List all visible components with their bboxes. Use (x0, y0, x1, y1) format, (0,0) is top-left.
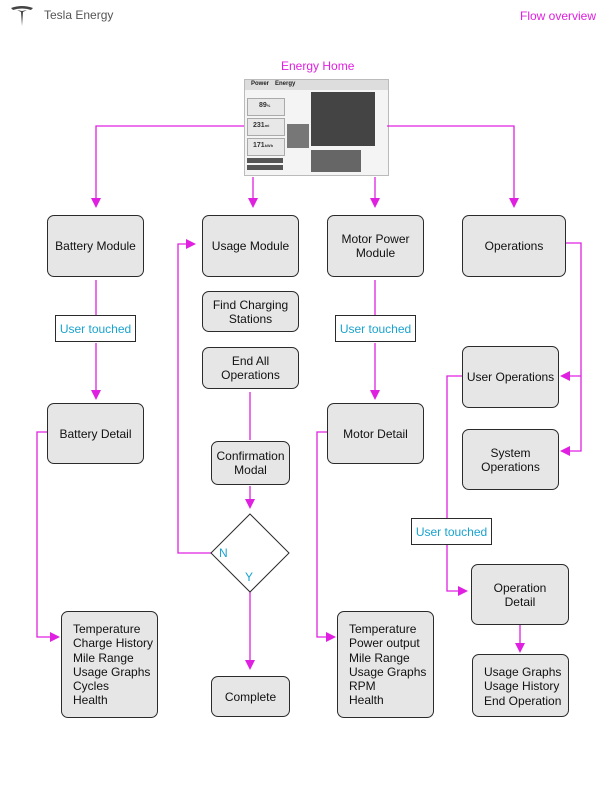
end-all-operations-node[interactable]: End All Operations (202, 347, 299, 389)
decision-yes-label: Y (245, 570, 254, 584)
screenshot-tab-energy: Energy (275, 81, 296, 87)
screenshot-stat-2: 231mi (253, 122, 270, 129)
screenshot-tab-power: Power (251, 81, 270, 87)
user-touched-label-motor: User touched (335, 315, 416, 342)
confirmation-modal-node[interactable]: Confirmation Modal (211, 441, 290, 485)
battery-module-node[interactable]: Battery Module (47, 215, 144, 277)
screenshot-stat-3: 171kWh (253, 142, 274, 149)
section-title: Flow overview (520, 9, 597, 23)
usage-module-node[interactable]: Usage Module (202, 215, 299, 277)
energy-home-screenshot: Power Energy 89% 231mi 171kWh (244, 79, 389, 176)
operation-detail-list: Usage Graphs Usage History End Operation (472, 654, 569, 717)
find-charging-stations-node[interactable]: Find Charging Stations (202, 291, 299, 332)
motor-power-module-node[interactable]: Motor Power Module (327, 215, 424, 277)
decision-diamond (210, 513, 290, 593)
decision-no-label: N (219, 546, 228, 560)
operation-detail-node[interactable]: Operation Detail (471, 564, 569, 625)
operations-node[interactable]: Operations (462, 215, 566, 277)
battery-detail-node[interactable]: Battery Detail (47, 403, 144, 464)
battery-detail-list: Temperature Charge History Mile Range Us… (61, 611, 158, 718)
motor-detail-list: Temperature Power output Mile Range Usag… (337, 611, 434, 718)
tesla-logo-icon (11, 6, 33, 26)
brand-name: Tesla Energy (44, 8, 114, 22)
user-operations-node[interactable]: User Operations (462, 346, 559, 408)
motor-detail-node[interactable]: Motor Detail (327, 403, 424, 464)
user-touched-label-battery: User touched (55, 315, 136, 342)
user-touched-label-operations: User touched (411, 518, 492, 545)
energy-home-title: Energy Home (281, 59, 355, 73)
system-operations-node[interactable]: System Operations (462, 429, 559, 490)
complete-node[interactable]: Complete (211, 676, 290, 717)
screenshot-stat-1: 89% (259, 102, 271, 109)
